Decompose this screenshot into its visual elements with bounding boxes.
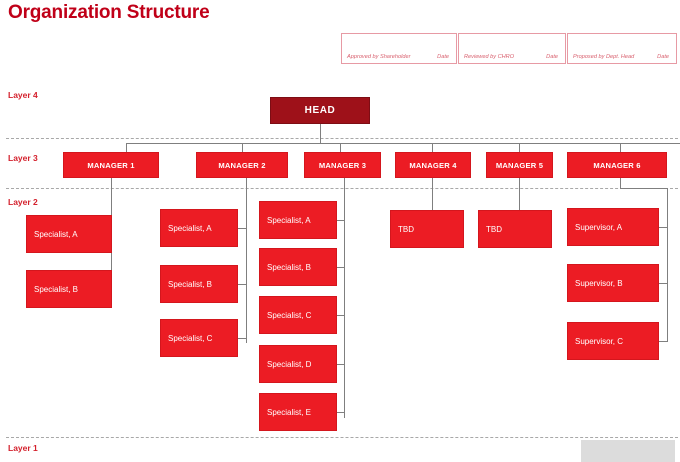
connector-stub-m3-specialist-e [336,412,345,413]
node-m3-specialist-d[interactable]: Specialist, D [259,345,337,383]
connector-elbow-m6 [620,188,668,189]
node-m3-specialist-a[interactable]: Specialist, A [259,201,337,239]
connector-drop-m6 [620,178,621,188]
layer-label-4: Layer 4 [8,90,38,100]
node-m1-specialist-b[interactable]: Specialist, B [26,270,112,308]
signature-date-label: Date [657,54,669,60]
node-manager-4[interactable]: MANAGER 4 [395,152,471,178]
node-manager-5[interactable]: MANAGER 5 [486,152,553,178]
node-m1-specialist-a[interactable]: Specialist, A [26,215,112,253]
signature-label: Approved by Shareholder [347,54,411,60]
connector-head-stem [320,124,321,144]
signature-label: Reviewed by CHRO [464,54,515,60]
connector-stub-m6-supervisor-c [659,341,668,342]
layer-divider-4-3 [6,138,678,139]
node-m5-tbd[interactable]: TBD [478,210,552,248]
connector-stub-m3-specialist-b [336,267,345,268]
signature-date-label: Date [546,54,558,60]
layer-label-1: Layer 1 [8,443,38,453]
connector-drop-manager-2 [242,143,243,153]
node-manager-2[interactable]: MANAGER 2 [196,152,288,178]
connector-drop-manager-3 [340,143,341,153]
connector-stub-m3-specialist-a [336,220,345,221]
signature-label: Proposed by Dept. Head [573,54,635,60]
connector-stub-m2-specialist-a [238,228,247,229]
connector-drop-m4-tbd [432,178,433,210]
connector-drop-manager-6 [620,143,621,153]
signature-box-approved-by-shareholder[interactable]: Approved by Shareholder Date [341,33,457,64]
node-m3-specialist-c[interactable]: Specialist, C [259,296,337,334]
connector-spine-manager-6 [667,188,668,342]
connector-drop-manager-5 [519,143,520,153]
node-m2-specialist-a[interactable]: Specialist, A [160,209,238,247]
node-head[interactable]: HEAD [270,97,370,124]
node-m6-supervisor-b[interactable]: Supervisor, B [567,264,659,302]
node-manager-3[interactable]: MANAGER 3 [304,152,381,178]
connector-spine-manager-3 [344,178,345,418]
connector-stub-m3-specialist-c [336,315,345,316]
placeholder-box[interactable] [581,440,675,462]
node-m2-specialist-c[interactable]: Specialist, C [160,319,238,357]
layer-divider-2-1 [6,437,678,438]
signature-box-reviewed-by-chro[interactable]: Reviewed by CHRO Date [458,33,566,64]
signature-box-proposed-by-dept-head[interactable]: Proposed by Dept. Head Date [567,33,677,64]
signature-date-label: Date [437,54,449,60]
layer-divider-3-2 [6,188,678,189]
connector-drop-manager-1 [126,143,127,153]
connector-stub-m6-supervisor-b [659,283,668,284]
node-m6-supervisor-a[interactable]: Supervisor, A [567,208,659,246]
node-manager-1[interactable]: MANAGER 1 [63,152,159,178]
connector-manager-bus [126,143,680,144]
connector-stub-m2-specialist-c [238,338,247,339]
layer-label-3: Layer 3 [8,153,38,163]
connector-drop-m5-tbd [519,178,520,210]
node-m3-specialist-e[interactable]: Specialist, E [259,393,337,431]
connector-drop-manager-4 [432,143,433,153]
node-m3-specialist-b[interactable]: Specialist, B [259,248,337,286]
node-m2-specialist-b[interactable]: Specialist, B [160,265,238,303]
page-title: Organization Structure [8,2,210,23]
connector-stub-m2-specialist-b [238,284,247,285]
connector-spine-manager-2 [246,178,247,343]
connector-stub-m3-specialist-d [336,364,345,365]
layer-label-2: Layer 2 [8,197,38,207]
connector-stub-m6-supervisor-a [659,227,668,228]
node-m4-tbd[interactable]: TBD [390,210,464,248]
node-manager-6[interactable]: MANAGER 6 [567,152,667,178]
node-m6-supervisor-c[interactable]: Supervisor, C [567,322,659,360]
